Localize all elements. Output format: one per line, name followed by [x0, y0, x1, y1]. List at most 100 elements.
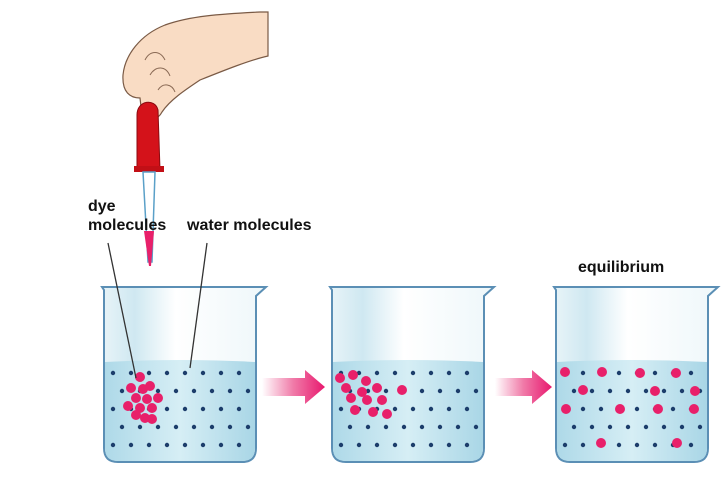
water-molecule [182, 442, 188, 448]
water-molecule [571, 388, 577, 394]
dropper-icon [134, 101, 164, 266]
water-molecule [670, 406, 676, 412]
water-molecule [473, 388, 479, 394]
water-molecule [392, 370, 398, 376]
water-molecule [589, 424, 595, 430]
water-molecule [697, 424, 703, 430]
water-molecule [155, 388, 161, 394]
water-molecule [200, 442, 206, 448]
water-molecule [598, 406, 604, 412]
dye-molecule [578, 385, 588, 395]
dye-molecule [126, 383, 136, 393]
dye-molecule [131, 410, 141, 420]
dye-molecule [123, 401, 133, 411]
water-molecule [580, 370, 586, 376]
water-molecule [347, 424, 353, 430]
dye-molecule [346, 393, 356, 403]
water-molecule [146, 370, 152, 376]
water-molecule [245, 424, 251, 430]
water-molecule [661, 424, 667, 430]
dye-molecule [397, 385, 407, 395]
water-molecule [374, 442, 380, 448]
dye-molecule [635, 368, 645, 378]
water-molecule [464, 406, 470, 412]
water-molecule [164, 370, 170, 376]
water-molecule [227, 424, 233, 430]
water-molecule [419, 388, 425, 394]
water-molecule [392, 406, 398, 412]
water-liquid [333, 360, 483, 461]
dye-molecule [650, 386, 660, 396]
water-molecule [338, 442, 344, 448]
water-molecule [200, 370, 206, 376]
equilibrium-label: equilibrium [578, 259, 665, 276]
water-molecule [119, 424, 125, 430]
dye-molecule [672, 438, 682, 448]
water-molecule [455, 388, 461, 394]
water-molecule [209, 424, 215, 430]
beaker-1 [100, 286, 269, 463]
water-molecule [236, 406, 242, 412]
dye-molecule [596, 438, 606, 448]
water-molecule [634, 442, 640, 448]
dye-molecule [131, 393, 141, 403]
water-molecule [119, 388, 125, 394]
water-molecule [464, 442, 470, 448]
water-molecule [173, 424, 179, 430]
dye-molecule [341, 383, 351, 393]
dye-molecule [689, 404, 699, 414]
dye-molecule [377, 395, 387, 405]
water-molecule [401, 424, 407, 430]
dye-molecule [147, 414, 157, 424]
water-molecule [146, 442, 152, 448]
water-molecule [580, 406, 586, 412]
water-molecule [625, 388, 631, 394]
water-molecule [410, 442, 416, 448]
water-molecule [446, 370, 452, 376]
water-molecule [155, 424, 161, 430]
dye-molecules-label: dye molecules [88, 197, 166, 235]
water-molecule [410, 406, 416, 412]
water-molecule [652, 370, 658, 376]
water-molecule [589, 388, 595, 394]
dye-molecule [615, 404, 625, 414]
water-molecule [428, 406, 434, 412]
water-molecule [392, 442, 398, 448]
water-molecule [661, 388, 667, 394]
dye-molecule [561, 404, 571, 414]
dye-molecule [372, 383, 382, 393]
dye-molecule [671, 368, 681, 378]
water-molecule [562, 442, 568, 448]
water-molecule [410, 370, 416, 376]
water-molecule [236, 442, 242, 448]
water-molecule [218, 406, 224, 412]
dye-molecule [362, 395, 372, 405]
dye-molecule [135, 372, 145, 382]
dye-label-line1: dye [88, 198, 116, 215]
water-molecule [110, 406, 116, 412]
dye-molecule [382, 409, 392, 419]
water-molecule [571, 424, 577, 430]
water-molecule [679, 388, 685, 394]
beaker-2 [328, 286, 497, 463]
water-molecule [428, 370, 434, 376]
dye-pointer-line [107, 242, 137, 379]
water-molecule [110, 442, 116, 448]
water-molecule [182, 406, 188, 412]
water-molecule [625, 424, 631, 430]
water-molecule [173, 388, 179, 394]
dye-molecule [153, 393, 163, 403]
dye-molecule [348, 370, 358, 380]
beaker-3 [552, 286, 721, 463]
dye-molecule [368, 407, 378, 417]
dye-molecule [147, 403, 157, 413]
water-molecule [164, 442, 170, 448]
water-molecule [643, 388, 649, 394]
water-molecule [446, 442, 452, 448]
water-molecule [383, 388, 389, 394]
water-molecule [338, 406, 344, 412]
arrow-right-icon [495, 370, 552, 404]
water-molecule [580, 442, 586, 448]
